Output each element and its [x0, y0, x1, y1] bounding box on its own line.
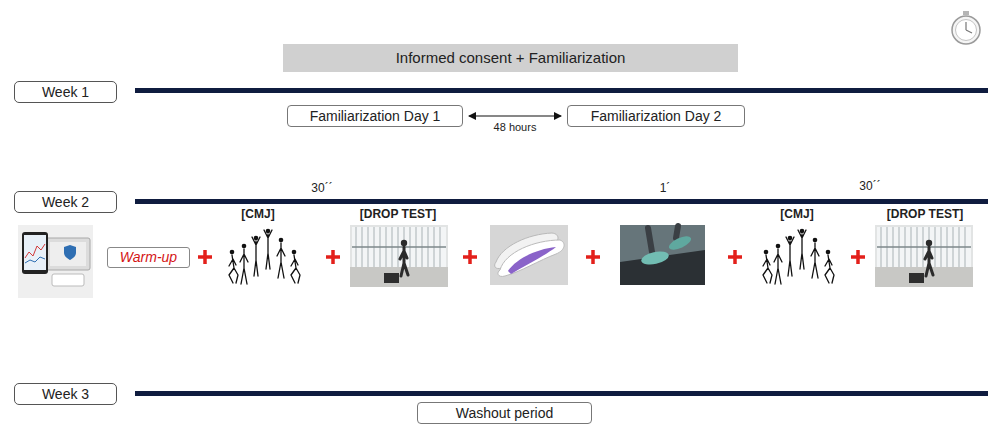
treadmill-photo: [620, 225, 705, 285]
box-text: Week 3: [42, 386, 89, 402]
device-kit-photo-part: [24, 235, 46, 270]
insole-photo-part: [490, 225, 568, 285]
box-text: Warm-up: [120, 249, 177, 265]
session-box: Familiarization Day 1: [287, 105, 463, 127]
plus-signs-part: [728, 250, 742, 264]
double-arrow: [469, 115, 561, 116]
duration-label: 30´´: [859, 179, 880, 193]
timeline-bars: [135, 88, 988, 396]
week-box: Week 1: [14, 81, 117, 103]
treadmill-photo-part: [640, 249, 670, 267]
insole-photo-part: [498, 240, 564, 276]
timeline-bars-part: [135, 88, 988, 93]
test-label: [DROP TEST]: [360, 207, 436, 221]
test-label: [DROP TEST]: [887, 207, 963, 221]
device-kit-photo-part: [64, 245, 76, 260]
box-text: Washout period: [456, 405, 554, 421]
treadmill-photo-part: [620, 225, 705, 285]
drop-test-photo-part: [875, 225, 973, 287]
timeline-bars-part: [135, 199, 988, 204]
insole-photo: [490, 225, 568, 285]
treadmill-photo-part: [667, 233, 693, 252]
device-kit-photo-part: [52, 274, 84, 286]
cmj-figures-part: [229, 229, 300, 284]
insole-photo-part: [508, 247, 556, 274]
plus-signs-part: [326, 250, 340, 264]
device-kit-photo-part: [18, 225, 93, 298]
plus-signs-part: [586, 250, 600, 264]
stopwatch-icon: [952, 11, 980, 44]
device-kit-photo-part: [25, 244, 45, 258]
box-text: Informed consent + Familiarization: [396, 49, 626, 66]
drop-test-photo: [350, 225, 973, 287]
interval-label: 48 hours: [492, 120, 539, 134]
duration-label: 30´´: [311, 181, 332, 195]
box-text: Familiarization Day 1: [310, 108, 441, 124]
stopwatch-icon-part: [952, 16, 980, 44]
stopwatch-icon-part: [966, 22, 972, 33]
drop-test-photo-part: [350, 225, 448, 287]
timeline-bars-part: [135, 391, 988, 396]
device-kit-photo: [18, 225, 93, 298]
duration-label: 1´: [660, 181, 671, 195]
plus-signs-part: [851, 250, 865, 264]
warmup-box: Warm-up: [107, 247, 190, 268]
cmj-figures-part: [763, 229, 834, 284]
week-box: Week 2: [14, 191, 117, 213]
box-text: Week 1: [42, 84, 89, 100]
device-kit-photo-part: [22, 232, 48, 274]
week-box: Week 3: [14, 383, 117, 405]
period-box: Washout period: [417, 402, 592, 424]
stopwatch-icon-part: [963, 11, 969, 15]
plus-signs-part: [463, 250, 477, 264]
session-box: Familiarization Day 2: [567, 105, 745, 127]
box-text: Week 2: [42, 194, 89, 210]
test-label: [CMJ]: [241, 207, 274, 221]
plus-signs-part: [198, 250, 212, 264]
phase-band: Informed consent + Familiarization: [283, 44, 738, 72]
treadmill-photo-part: [620, 250, 705, 285]
box-text: Familiarization Day 2: [591, 108, 722, 124]
device-kit-photo-part: [25, 257, 45, 263]
test-label: [CMJ]: [780, 207, 813, 221]
device-kit-photo-part: [46, 238, 90, 270]
plus-signs: [198, 250, 865, 264]
device-kit-photo-part: [50, 242, 86, 266]
stopwatch-icon-part: [956, 20, 977, 41]
